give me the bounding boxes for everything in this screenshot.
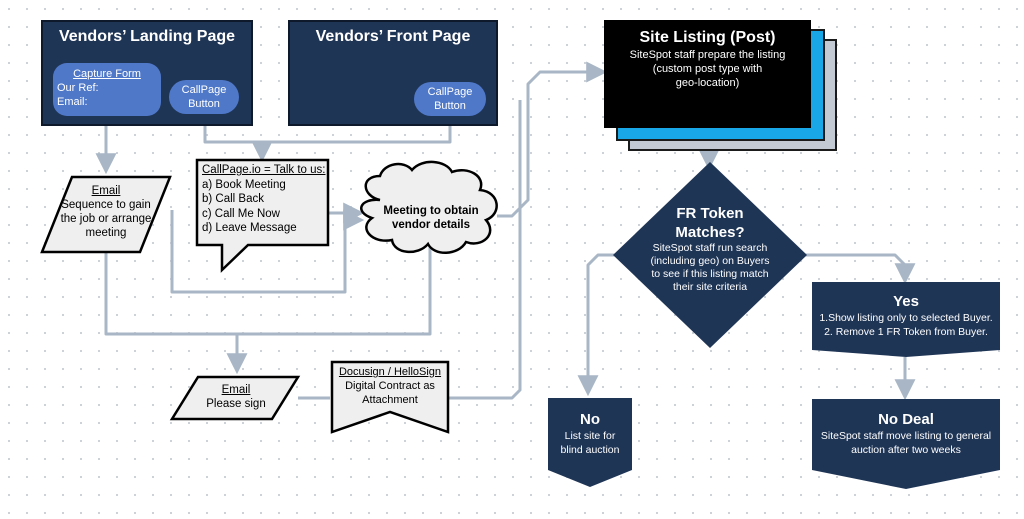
email-sequence-line-3: meeting <box>85 227 127 239</box>
decision-line-2: (including geo) on Buyers <box>650 255 770 267</box>
email-sign-shape <box>169 375 301 421</box>
email-sign-line: Please sign <box>206 398 266 410</box>
nodeal-title: No Deal <box>878 411 934 428</box>
capture-form-title: Capture Form <box>73 68 141 80</box>
connector-decision-to-no <box>577 253 620 397</box>
site-listing-line-2: (custom post type with <box>652 63 763 75</box>
landing-callpage-button[interactable]: CallPage Button <box>169 80 239 114</box>
connector-callpage-to-callout <box>203 118 452 144</box>
front-callpage-line2: Button <box>434 100 466 112</box>
decision-title-2: Matches? <box>675 224 745 241</box>
front-callpage-line1: CallPage <box>427 86 473 98</box>
email-sequence-shape <box>40 175 172 254</box>
email-sequence-line-2: the job or arrange <box>60 213 152 225</box>
docusign-document-shape <box>330 360 450 434</box>
connector-decision-to-yes <box>800 253 916 285</box>
connector-docusign-to-listing <box>448 100 522 400</box>
docusign-title: Docusign / HelloSign <box>338 366 442 378</box>
connector-email-to-meeting <box>170 209 365 294</box>
decision-line-4: their site criteria <box>672 281 748 293</box>
nodeal-text: No Deal SiteSpot staff move listing to g… <box>812 410 1000 457</box>
front-callpage-button[interactable]: CallPage Button <box>414 82 486 116</box>
listing-stack-front <box>604 20 811 128</box>
yes-title: Yes <box>893 293 919 310</box>
site-listing-text: Site Listing (Post) SiteSpot staff prepa… <box>604 28 811 90</box>
capture-form[interactable]: Capture Form Our Ref: Email: <box>53 63 161 116</box>
landing-callpage-line1: CallPage <box>181 84 227 96</box>
site-listing-title: Site Listing (Post) <box>639 29 776 46</box>
email-sequence-title: Email <box>91 185 121 197</box>
meeting-text: Meeting to obtain vendor details <box>372 204 490 232</box>
decision-line-1: SiteSpot staff run search <box>652 242 768 254</box>
email-sequence-line-1: Sequence to gain <box>61 199 151 211</box>
connector-meeting-to-listing <box>497 61 608 218</box>
talk-option-leave-message: d) Leave Message <box>202 222 297 234</box>
no-title: No <box>580 411 600 428</box>
yes-line-2: 2. Remove 1 FR Token from Buyer. <box>824 326 988 338</box>
yes-line-1: 1.Show listing only to selected Buyer. <box>819 312 993 324</box>
landing-callpage-line2: Button <box>188 98 220 110</box>
talk-option-book-meeting: a) Book Meeting <box>202 178 286 191</box>
meeting-line-1: Meeting to obtain <box>383 205 479 217</box>
decision-diamond-shape <box>613 162 807 348</box>
nodeal-line-2: auction after two weeks <box>851 444 961 456</box>
email-sign-title: Email <box>221 384 251 396</box>
meeting-cloud-shape <box>360 160 498 254</box>
yes-text: Yes 1.Show listing only to selected Buye… <box>812 292 1000 339</box>
meeting-line-2: vendor details <box>392 219 470 231</box>
capture-form-email-label: Email: <box>57 96 88 108</box>
nodeal-line-1: SiteSpot staff move listing to general <box>820 430 992 442</box>
docusign-text: Docusign / HelloSign Digital Contract as… <box>332 365 448 407</box>
talk-callout-shape <box>195 158 330 273</box>
capture-form-ref-label: Our Ref: <box>57 82 99 94</box>
talk-callout-text: CallPage.io = Talk to us: a) Book Meetin… <box>202 163 326 236</box>
no-line-1: List site for <box>564 430 616 442</box>
docusign-line-2: Attachment <box>362 394 418 406</box>
nodeal-box-shape <box>812 399 1000 489</box>
site-listing-line-1: SiteSpot staff prepare the listing <box>629 49 786 61</box>
no-text: No List site for blind auction <box>548 410 632 457</box>
no-line-2: blind auction <box>560 444 620 456</box>
docusign-line-1: Digital Contract as <box>345 380 435 392</box>
connector-email-to-sign <box>104 253 248 375</box>
connector-meeting-to-sign <box>237 243 432 336</box>
no-box-shape <box>548 398 632 487</box>
email-sign-text: Email Please sign <box>186 383 286 411</box>
decision-title-1: FR Token <box>676 205 744 222</box>
landing-page-title: Vendors’ Landing Page <box>58 28 236 45</box>
talk-option-call-back: b) Call Back <box>202 193 264 205</box>
site-listing-line-3: geo-location) <box>675 77 740 89</box>
front-page-title: Vendors’ Front Page <box>315 28 471 45</box>
yes-box-shape <box>812 282 1000 357</box>
decision-line-3: to see if this listing match <box>651 268 769 280</box>
talk-callout-title: CallPage.io = Talk to us: <box>202 164 326 176</box>
email-sequence-text: Email Sequence to gain the job or arrang… <box>56 184 156 240</box>
talk-option-call-me-now: c) Call Me Now <box>202 207 280 220</box>
decision-text: FR Token Matches? SiteSpot staff run sea… <box>628 204 792 294</box>
